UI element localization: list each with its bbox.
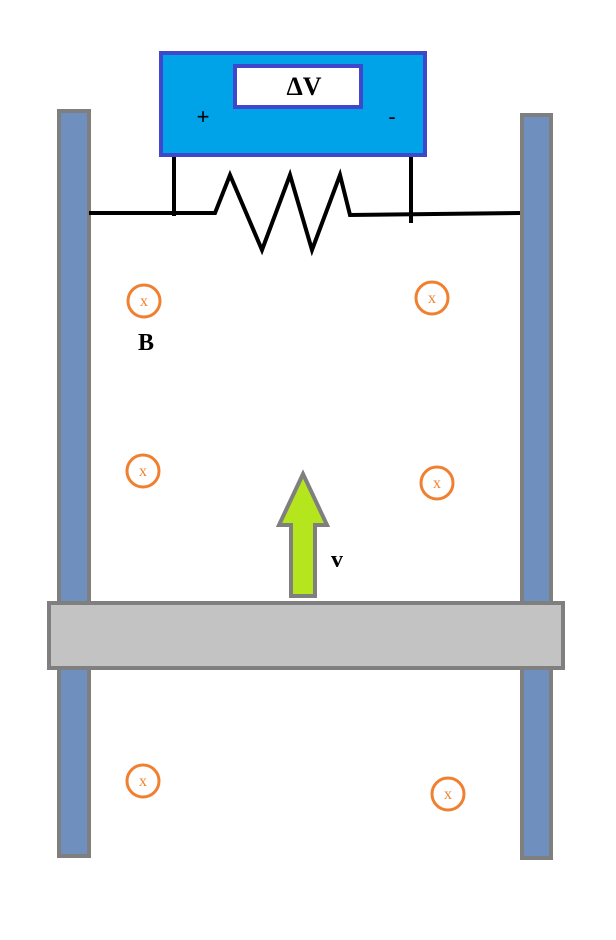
resistor-wire [89, 168, 521, 257]
field-marker-circle [125, 763, 161, 799]
field-marker-circle [419, 465, 455, 501]
field-marker-x: x [140, 293, 148, 310]
field-into-page-marker: x [419, 465, 455, 501]
field-marker-x: x [444, 786, 452, 803]
velocity-arrow [275, 469, 331, 598]
field-marker-x: x [139, 773, 147, 790]
field-marker-circle [126, 283, 162, 319]
field-marker-circle [125, 453, 161, 489]
velocity-label: v [331, 547, 343, 573]
field-into-page-marker: x [125, 763, 161, 799]
sliding-rod [47, 601, 565, 670]
field-into-page-marker: x [125, 453, 161, 489]
field-marker-x: x [428, 290, 436, 307]
voltmeter-display [233, 64, 363, 109]
voltmeter: ΔV + - [159, 51, 427, 157]
field-label: B [138, 330, 154, 356]
field-marker-circle [430, 776, 466, 812]
positive-terminal-sign: + [197, 104, 210, 129]
negative-terminal-sign: - [388, 104, 395, 129]
field-into-page-marker: x [414, 280, 450, 316]
field-marker-x: x [139, 463, 147, 480]
field-marker-x: x [433, 475, 441, 492]
field-marker-circle [414, 280, 450, 316]
right-rail [520, 113, 553, 860]
voltmeter-label: ΔV [286, 72, 321, 101]
left-rail [57, 109, 91, 858]
field-into-page-marker: x [126, 283, 162, 319]
field-into-page-marker: x [430, 776, 466, 812]
